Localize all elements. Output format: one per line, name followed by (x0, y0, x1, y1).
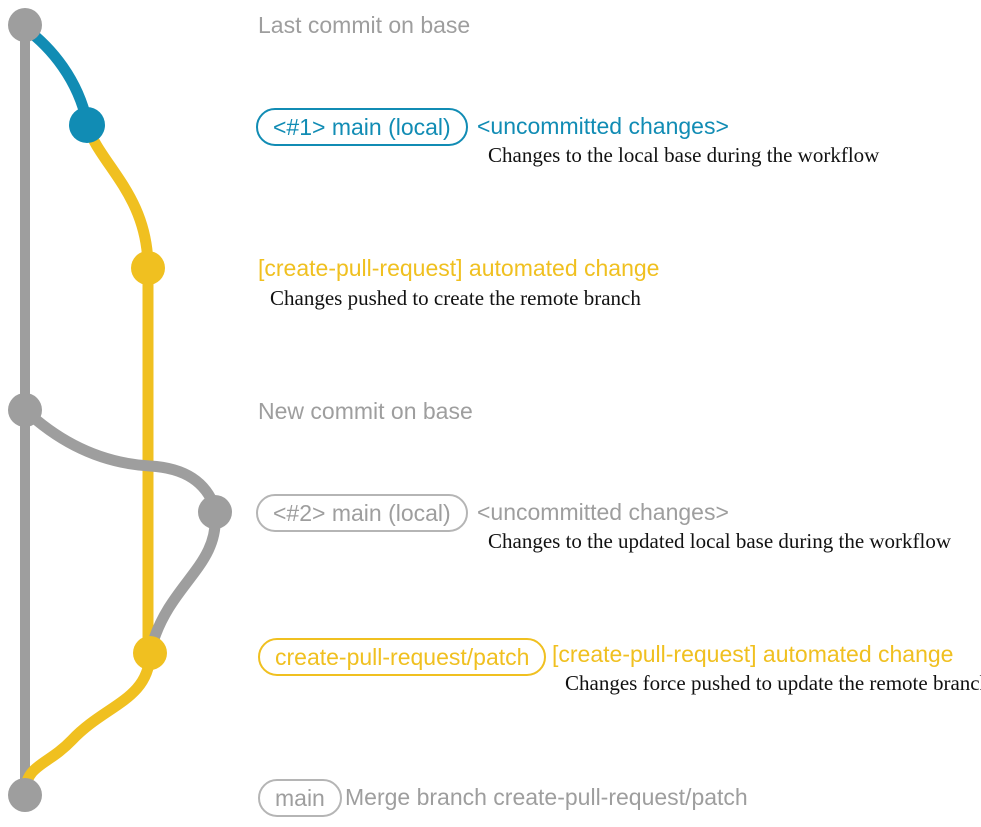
commit-dot-base-new (8, 393, 42, 427)
branch-badge-main-local-2: <#2> main (local) (256, 494, 468, 532)
label-automated-change-1: [create-pull-request] automated change (258, 255, 660, 281)
desc-local-base-changes: Changes to the local base during the wor… (488, 143, 880, 167)
commit-dot-main-local-1 (69, 107, 105, 143)
desc-updated-local-base-changes: Changes to the updated local base during… (488, 529, 952, 553)
commit-dot-main-local-2 (198, 495, 232, 529)
edge-base-to-main-local-1 (19, 22, 93, 128)
label-new-commit-on-base: New commit on base (258, 398, 473, 424)
branch-badge-main-local-1: <#1> main (local) (256, 108, 468, 146)
label-uncommitted-changes-2: <uncommitted changes> (477, 499, 729, 525)
commit-dot-remote-1 (131, 251, 165, 285)
label-uncommitted-changes-1: <uncommitted changes> (477, 113, 729, 139)
label-merge-branch: Merge branch create-pull-request/patch (345, 784, 748, 810)
label-last-commit-on-base: Last commit on base (258, 12, 471, 38)
edge-base-to-main-local-2 (19, 404, 221, 514)
branch-badge-main: main (258, 779, 342, 817)
commit-graph (8, 8, 232, 812)
label-automated-change-2: [create-pull-request] automated change (552, 641, 954, 667)
desc-changes-pushed: Changes pushed to create the remote bran… (270, 286, 641, 310)
commit-dot-base-last (8, 8, 42, 42)
commit-dot-remote-2 (133, 636, 167, 670)
commit-dot-merge (8, 778, 42, 812)
edge-main-local-to-remote-1 (81, 119, 154, 274)
edge-remote-2-to-merge (19, 649, 156, 796)
desc-changes-force-pushed: Changes force pushed to update the remot… (565, 671, 981, 695)
branch-badge-create-pull-request-patch: create-pull-request/patch (258, 638, 547, 676)
edge-main-local-2-to-remote-2 (147, 506, 221, 648)
